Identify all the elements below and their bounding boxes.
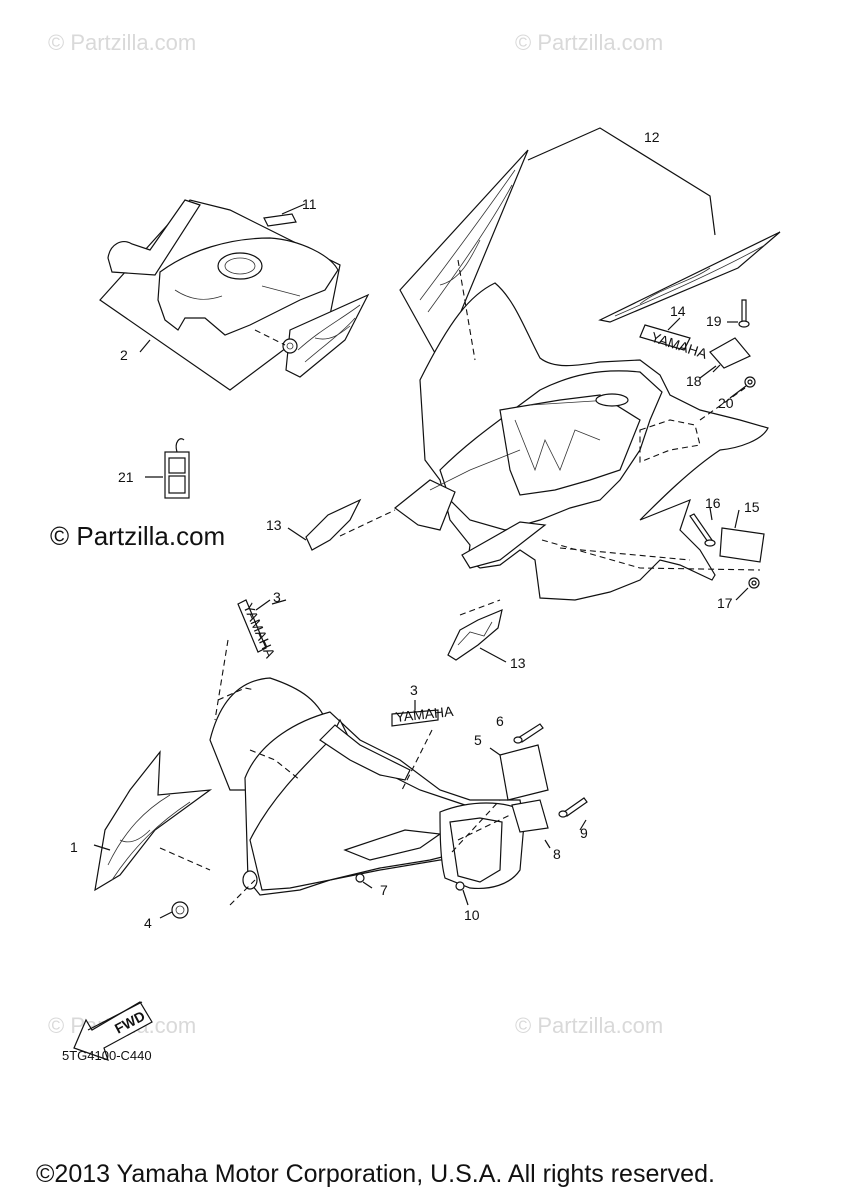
callout-10: 10	[464, 907, 480, 923]
part-15-plate	[719, 527, 765, 563]
callout-18: 18	[686, 373, 702, 389]
callout-13b: 13	[510, 655, 526, 671]
callout-19: 19	[706, 313, 722, 329]
callout-1: 1	[70, 839, 78, 855]
callout-2: 2	[120, 347, 128, 363]
part-1-front-side-decal	[94, 750, 213, 892]
part-11-decal	[263, 203, 306, 227]
part-13-decals	[287, 498, 507, 663]
callout-4: 4	[144, 915, 152, 931]
callout-16: 16	[705, 495, 721, 511]
partzilla-brand-mark: © Partzilla.com	[50, 521, 226, 551]
copyright-footer: ©2013 Yamaha Motor Corporation, U.S.A. A…	[36, 1160, 715, 1188]
watermark-bottom-right: © Partzilla.com	[515, 1013, 664, 1038]
watermark-top-right: © Partzilla.com	[515, 30, 664, 55]
callout-9: 9	[580, 825, 588, 841]
diagram-code: 5TG4100-C440	[62, 1048, 152, 1063]
part-21-label-tag	[145, 438, 190, 499]
part-19-screw	[727, 299, 750, 328]
callout-12: 12	[644, 129, 660, 145]
callout-leaders	[93, 339, 749, 851]
callout-labels: 1 2 3 3 4 5 6 7 8 9 10 11 12 13 13 14 15…	[70, 129, 760, 931]
part-12-rear-graphic-decals	[399, 127, 781, 364]
callout-11: 11	[302, 196, 317, 212]
front-fender-assembly	[159, 677, 526, 906]
part-17-washer	[748, 577, 760, 589]
callout-5: 5	[474, 732, 482, 748]
callout-3a: 3	[273, 589, 281, 605]
callout-20: 20	[718, 395, 734, 411]
callout-6: 6	[496, 713, 504, 729]
callout-8: 8	[553, 846, 561, 862]
watermark-top-left: © Partzilla.com	[48, 30, 197, 55]
callout-17: 17	[717, 595, 733, 611]
callout-3b: 3	[410, 682, 418, 698]
part-14-yamaha-decal: YAMAHA	[639, 317, 710, 362]
part-16-screw	[689, 513, 716, 547]
parts-5-to-10-plates-and-fasteners	[355, 723, 588, 906]
part-4-emblem	[159, 901, 189, 919]
callout-15: 15	[744, 499, 760, 515]
svg-text:YAMAHA: YAMAHA	[395, 703, 455, 725]
svg-text:YAMAHA: YAMAHA	[649, 329, 710, 362]
rear-fender-assembly	[394, 259, 769, 601]
callout-14: 14	[670, 303, 686, 319]
callout-21: 21	[118, 469, 134, 485]
callout-13a: 13	[266, 517, 282, 533]
part-2-front-panel-graphic	[99, 199, 370, 391]
part-20-washer	[744, 376, 756, 388]
part-18-plate	[709, 337, 751, 373]
callout-7: 7	[380, 882, 388, 898]
